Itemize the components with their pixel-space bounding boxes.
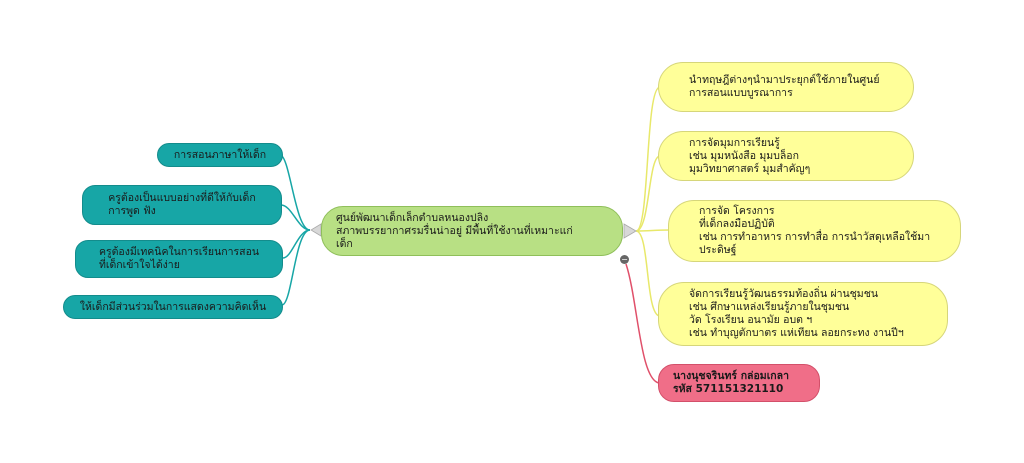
collapse-icon[interactable]: − bbox=[620, 255, 629, 264]
central-topic-label: ศูนย์พัฒนาเด็กเล็กตำบลหนองปลิง สภาพบรรยา… bbox=[336, 211, 573, 250]
topic-label: การจัดมุมการเรียนรู้ เช่น มุมหนังสือ มุม… bbox=[689, 136, 811, 175]
connector-left-2 bbox=[280, 204, 311, 231]
connector-right-1 bbox=[635, 86, 661, 232]
connector-author bbox=[625, 263, 661, 384]
topic-teaching-techniques[interactable]: ครูต้องมีเทคนิคในการเรียนการสอน ที่เด็กเ… bbox=[75, 240, 283, 278]
connector-left-1 bbox=[279, 154, 311, 231]
connector-right-2 bbox=[635, 155, 661, 232]
central-topic[interactable]: ศูนย์พัฒนาเด็กเล็กตำบลหนองปลิง สภาพบรรยา… bbox=[321, 206, 623, 256]
topic-label: ให้เด็กมีส่วนร่วมในการแสดงความคิดเห็น bbox=[79, 300, 267, 313]
topic-label: จัดการเรียนรู้วัฒนธรรมท้องถิ่น ผ่านชุมชน… bbox=[689, 288, 904, 339]
right-expand-arrow bbox=[623, 223, 637, 239]
topic-teach-language[interactable]: การสอนภาษาให้เด็ก bbox=[157, 143, 283, 167]
connector-right-4 bbox=[635, 230, 661, 317]
topic-local-culture[interactable]: จัดการเรียนรู้วัฒนธรรมท้องถิ่น ผ่านชุมชน… bbox=[658, 282, 948, 346]
topic-label: ครูต้องมีเทคนิคในการเรียนการสอน ที่เด็กเ… bbox=[98, 246, 260, 271]
author-node[interactable]: นางนุชจรินทร์ กล่อมเกลา รหัส 57115132111… bbox=[658, 364, 820, 402]
topic-label: นำทฤษฎีต่างๆนำมาประยุกต์ใช้ภายในศูนย์ กา… bbox=[689, 74, 880, 99]
left-expand-arrow bbox=[310, 223, 322, 237]
topic-learning-corners[interactable]: การจัดมุมการเรียนรู้ เช่น มุมหนังสือ มุม… bbox=[658, 131, 914, 181]
topic-label: ครูต้องเป็นแบบอย่างที่ดีให้กับเด็ก การพู… bbox=[108, 192, 256, 217]
connector-left-4 bbox=[281, 229, 311, 306]
topic-child-participation[interactable]: ให้เด็กมีส่วนร่วมในการแสดงความคิดเห็น bbox=[63, 295, 283, 319]
topic-apply-theories[interactable]: นำทฤษฎีต่างๆนำมาประยุกต์ใช้ภายในศูนย์ กา… bbox=[658, 62, 914, 112]
connector-right-3 bbox=[635, 229, 671, 232]
topic-projects[interactable]: การจัด โครงการ ที่เด็กลงมือปฏิบัติ เช่น … bbox=[668, 200, 961, 262]
topic-label: การจัด โครงการ ที่เด็กลงมือปฏิบัติ เช่น … bbox=[699, 205, 931, 256]
topic-label: การสอนภาษาให้เด็ก bbox=[173, 148, 267, 161]
topic-teacher-role-model[interactable]: ครูต้องเป็นแบบอย่างที่ดีให้กับเด็ก การพู… bbox=[82, 185, 282, 225]
author-label: นางนุชจรินทร์ กล่อมเกลา รหัส 57115132111… bbox=[673, 370, 789, 395]
